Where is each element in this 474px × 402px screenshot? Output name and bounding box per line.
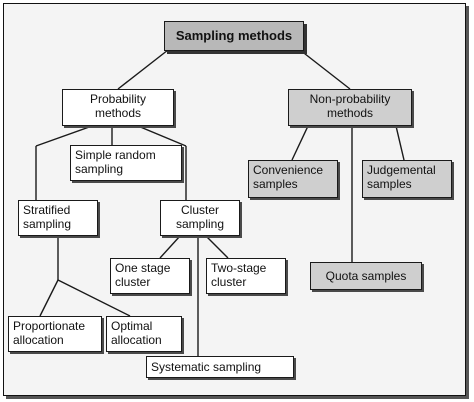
link-cluster-one-stage bbox=[159, 235, 181, 259]
link-nonprob-convenience bbox=[291, 125, 309, 161]
node-simple-random-sampling: Simple random sampling bbox=[70, 145, 182, 181]
link-cluster-two-stage bbox=[205, 235, 229, 259]
link-probability-stratified bbox=[35, 125, 93, 147]
link-root-probability bbox=[117, 49, 169, 90]
link-root-nonprobability bbox=[299, 49, 351, 90]
node-convenience-samples: Convenience samples bbox=[248, 160, 338, 198]
node-cluster-sampling: Cluster sampling bbox=[160, 200, 240, 236]
node-systematic-sampling: Systematic sampling bbox=[146, 356, 294, 378]
node-probability-methods: Probability methods bbox=[62, 89, 174, 126]
node-non-probability-methods: Non-probability methods bbox=[288, 89, 412, 126]
node-proportionate-allocation: Proportionate allocation bbox=[8, 316, 102, 352]
node-optimal-allocation: Optimal allocation bbox=[106, 316, 182, 352]
node-one-stage-cluster: One stage cluster bbox=[110, 258, 190, 294]
node-judgemental-samples: Judgemental samples bbox=[362, 160, 452, 198]
link-nonprob-judgemental bbox=[395, 125, 405, 161]
node-two-stage-cluster: Two-stage cluster bbox=[206, 258, 286, 294]
node-quota-samples: Quota samples bbox=[310, 262, 422, 290]
node-sampling-methods: Sampling methods bbox=[164, 21, 304, 51]
node-stratified-sampling: Stratified sampling bbox=[18, 200, 98, 236]
link-probability-cluster bbox=[137, 125, 187, 147]
link-stratified-optimal bbox=[57, 279, 131, 317]
link-stratified-proportionate bbox=[39, 279, 59, 317]
